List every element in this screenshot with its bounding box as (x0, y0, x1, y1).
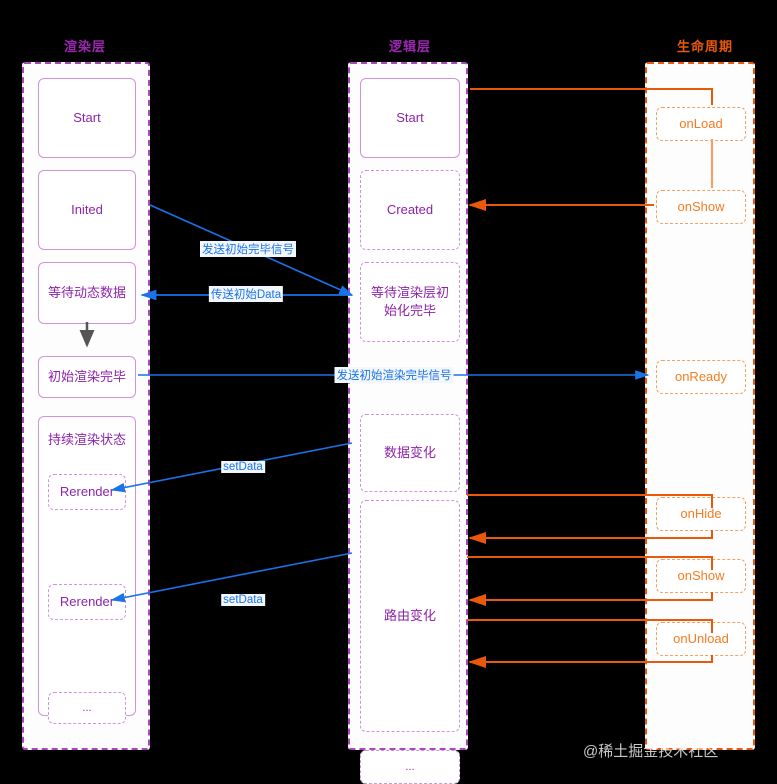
node-logic-start[interactable]: Start (360, 78, 460, 158)
column-title-logic: 逻辑层 (388, 39, 431, 54)
node-lifecycle-onshow-2[interactable]: onShow (656, 559, 746, 593)
node-label-line2: 始化完毕 (383, 303, 436, 318)
node-label: onShow (677, 568, 725, 584)
watermark: @稀土掘金技术社区 (583, 743, 719, 760)
node-label: onHide (680, 506, 722, 522)
render-layer-column: Start Inited 等待动态数据 初始渲染完毕 持续渲染状态 Rerend… (22, 62, 150, 750)
node-label: 初始渲染完毕 (47, 369, 126, 385)
node-label: onReady (674, 369, 728, 385)
column-title-render: 渲染层 (63, 39, 106, 54)
node-render-inited[interactable]: Inited (38, 170, 136, 250)
node-lifecycle-onready[interactable]: onReady (656, 360, 746, 394)
edge-label-init-done-signal: 发送初始完毕信号 (200, 241, 296, 257)
node-label: Inited (71, 202, 103, 218)
edge-label-setdata-2: setData (221, 594, 265, 606)
node-label: onShow (677, 199, 725, 215)
node-label: ... (405, 760, 415, 773)
node-lifecycle-onunload[interactable]: onUnload (656, 622, 746, 656)
node-lifecycle-onload[interactable]: onLoad (656, 107, 746, 141)
edge-label-setdata-1: setData (221, 461, 265, 473)
column-title-lifecycle: 生命周期 (676, 39, 733, 54)
node-label: 等待动态数据 (47, 285, 126, 301)
node-render-rerender-1[interactable]: Rerender (48, 474, 126, 510)
node-render-rerender-2[interactable]: Rerender (48, 584, 126, 620)
node-label: 路由变化 (383, 608, 436, 624)
node-lifecycle-onhide[interactable]: onHide (656, 497, 746, 531)
node-label: Rerender (59, 594, 115, 610)
node-logic-created[interactable]: Created (360, 170, 460, 250)
node-label: onUnload (673, 631, 729, 647)
node-label: Created (386, 202, 434, 218)
node-render-wait-data[interactable]: 等待动态数据 (38, 262, 136, 324)
node-render-start[interactable]: Start (38, 78, 136, 158)
node-logic-data-change[interactable]: 数据变化 (360, 414, 460, 492)
node-label: Rerender (59, 484, 115, 500)
edge-label-init-render-done-signal: 发送初始渲染完毕信号 (334, 367, 454, 383)
edge-label-send-init-data: 传送初始Data (208, 286, 284, 302)
node-label: 持续渲染状态 (47, 432, 126, 447)
node-label-line1: 等待渲染层初 (370, 285, 449, 301)
node-logic-route-change[interactable]: 路由变化 (360, 500, 460, 732)
lifecycle-column: onLoad onShow onReady onHide onShow onUn… (645, 62, 755, 750)
node-render-init-done[interactable]: 初始渲染完毕 (38, 356, 136, 398)
logic-layer-column: Start Created 等待渲染层初 始化完毕 数据变化 路由变化 ... (348, 62, 468, 784)
node-label: onLoad (679, 116, 723, 132)
node-logic-ellipsis: ... (360, 750, 460, 784)
node-label: 数据变化 (383, 445, 436, 461)
node-render-ellipsis: ... (48, 692, 126, 724)
node-label: Start (73, 110, 101, 126)
node-logic-wait-render-init[interactable]: 等待渲染层初 始化完毕 (360, 262, 460, 342)
node-render-persist-state[interactable]: 持续渲染状态 (38, 416, 136, 716)
node-label: ... (82, 701, 92, 714)
node-label: Start (396, 110, 424, 126)
node-lifecycle-onshow-1[interactable]: onShow (656, 190, 746, 224)
